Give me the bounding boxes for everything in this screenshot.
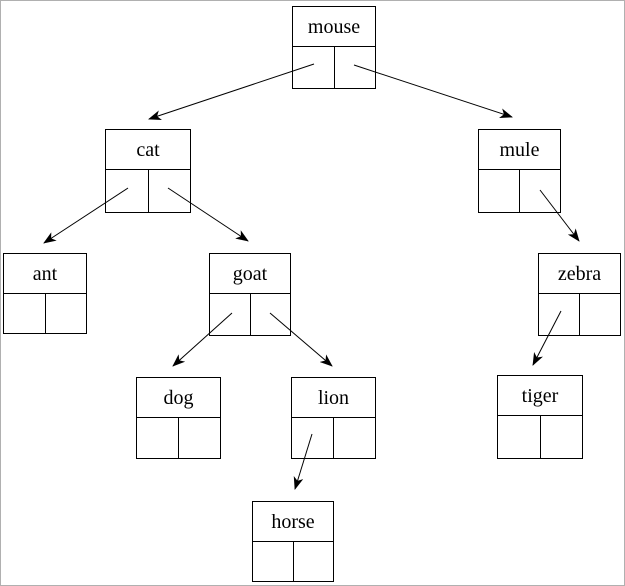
- left-pointer-cell: [498, 416, 541, 458]
- pointer-cells: [293, 47, 375, 88]
- tree-node-tiger: tiger: [497, 375, 583, 459]
- right-pointer-cell: [251, 294, 291, 335]
- left-pointer-cell: [479, 170, 520, 212]
- right-pointer-cell: [179, 418, 220, 458]
- pointer-cells: [539, 294, 620, 335]
- right-pointer-cell: [294, 542, 334, 581]
- tree-node-ant: ant: [3, 253, 87, 334]
- tree-node-lion: lion: [291, 377, 376, 459]
- pointer-cells: [292, 418, 375, 458]
- tree-node-goat: goat: [209, 253, 291, 336]
- left-pointer-cell: [293, 47, 335, 88]
- node-label: dog: [137, 378, 220, 418]
- tree-node-mule: mule: [478, 129, 561, 213]
- node-label: mouse: [293, 7, 375, 47]
- pointer-cells: [253, 542, 333, 581]
- left-pointer-cell: [253, 542, 294, 581]
- left-pointer-cell: [292, 418, 334, 458]
- right-pointer-cell: [335, 47, 376, 88]
- node-label: lion: [292, 378, 375, 418]
- left-pointer-cell: [106, 170, 149, 212]
- node-label: zebra: [539, 254, 620, 294]
- left-pointer-cell: [210, 294, 251, 335]
- node-label: ant: [4, 254, 86, 294]
- left-pointer-cell: [4, 294, 46, 333]
- pointer-cells: [106, 170, 190, 212]
- pointer-cells: [137, 418, 220, 458]
- right-pointer-cell: [149, 170, 191, 212]
- right-pointer-cell: [541, 416, 583, 458]
- left-pointer-cell: [539, 294, 580, 335]
- right-pointer-cell: [46, 294, 87, 333]
- tree-node-zebra: zebra: [538, 253, 621, 336]
- pointer-cells: [479, 170, 560, 212]
- tree-node-cat: cat: [105, 129, 191, 213]
- pointer-cells: [4, 294, 86, 333]
- node-label: cat: [106, 130, 190, 170]
- tree-node-horse: horse: [252, 501, 334, 582]
- node-label: tiger: [498, 376, 582, 416]
- pointer-cells: [498, 416, 582, 458]
- tree-node-dog: dog: [136, 377, 221, 459]
- right-pointer-cell: [334, 418, 375, 458]
- node-label: mule: [479, 130, 560, 170]
- left-pointer-cell: [137, 418, 179, 458]
- right-pointer-cell: [580, 294, 620, 335]
- right-pointer-cell: [520, 170, 560, 212]
- node-label: goat: [210, 254, 290, 294]
- pointer-cells: [210, 294, 290, 335]
- node-label: horse: [253, 502, 333, 542]
- tree-node-mouse: mouse: [292, 6, 376, 89]
